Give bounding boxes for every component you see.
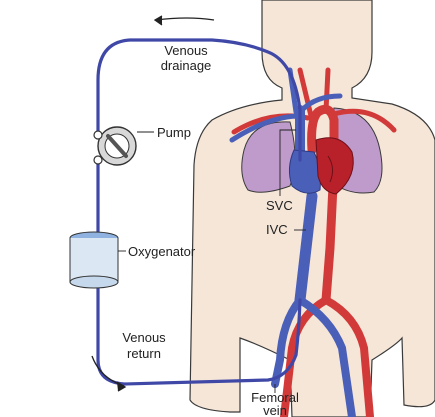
label-femoral-vein-2: vein — [263, 403, 287, 417]
arrow-return-head — [116, 381, 127, 392]
label-svc: SVC — [266, 198, 293, 213]
pump-inlet — [93, 130, 103, 140]
label-venous-return-1: Venous — [122, 330, 166, 345]
iliac-right — [280, 296, 330, 417]
label-oxygenator: Oxygenator — [128, 244, 196, 259]
oxygenator-bottom — [69, 275, 119, 289]
leader-lines — [118, 129, 306, 393]
jugular-left — [299, 93, 343, 113]
arterial-system — [231, 67, 397, 417]
aorta — [307, 104, 339, 305]
femoral-vein-right — [271, 296, 304, 388]
heart — [288, 137, 354, 195]
oxygenator-icon — [69, 231, 119, 289]
right-atrium — [288, 149, 321, 194]
label-venous-return-2: return — [127, 346, 161, 361]
pump-icon — [93, 126, 137, 166]
flow-arrow-icon — [91, 15, 215, 392]
carotid-left — [323, 67, 331, 113]
subclavian-left — [331, 108, 397, 133]
brachiocephalic-right — [229, 113, 299, 143]
femoral-vein-left — [296, 296, 356, 417]
label-venous-drainage-2: drainage — [161, 58, 212, 73]
label-venous-drainage-1: Venous — [164, 43, 208, 58]
label-pump: Pump — [157, 125, 191, 140]
inferior-vena-cava — [294, 190, 318, 306]
pump-roller — [106, 134, 128, 158]
drainage-cannula — [96, 38, 302, 162]
arrow-drainage — [155, 17, 215, 21]
arrow-drainage-head — [153, 15, 163, 26]
label-femoral-vein-1: Femoral — [251, 390, 299, 405]
carotid-right — [297, 67, 315, 123]
label-ivc: IVC — [266, 222, 288, 237]
heart-ventricles — [315, 137, 354, 195]
svc-leader — [279, 129, 296, 196]
ecmo-circuit — [96, 38, 302, 386]
return-tube — [96, 283, 302, 386]
heart-detail — [327, 155, 334, 183]
pump-outlet — [93, 155, 103, 165]
iliac-left — [322, 296, 374, 417]
